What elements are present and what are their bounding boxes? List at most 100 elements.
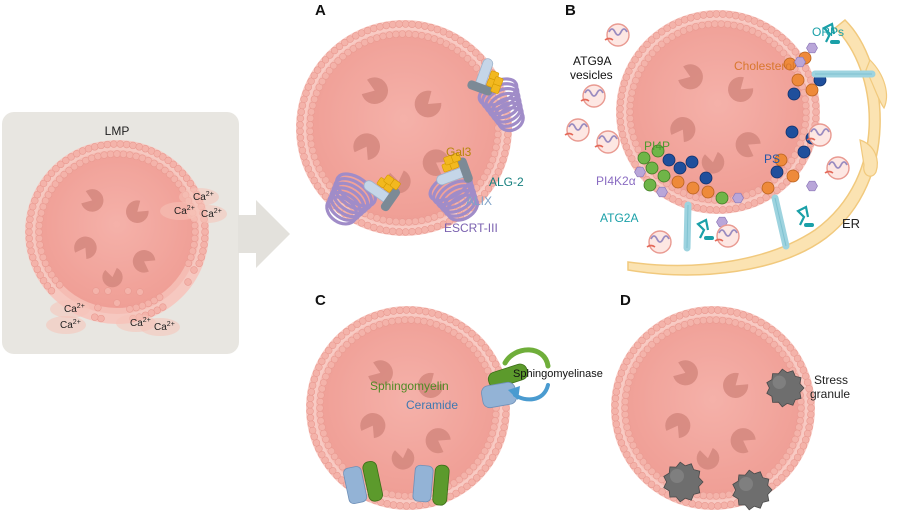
lipid-bead bbox=[738, 13, 746, 21]
sphingomyelin-ceramide-patches bbox=[343, 363, 529, 506]
lipid-bead bbox=[791, 48, 800, 56]
lipid-bead bbox=[36, 215, 44, 223]
lipid-bead bbox=[359, 317, 367, 325]
lipid-bead bbox=[642, 476, 651, 484]
lipid-bead bbox=[485, 349, 493, 357]
lipid-bead bbox=[639, 458, 648, 466]
lipid-bead bbox=[122, 140, 131, 149]
alg2-protein bbox=[467, 80, 493, 96]
lipid-bead bbox=[491, 448, 500, 456]
lipid-bead bbox=[688, 308, 696, 316]
lipid-bead bbox=[344, 48, 352, 57]
lipid-bead bbox=[653, 484, 661, 492]
lipid-bead bbox=[501, 417, 509, 425]
lipid-bead bbox=[712, 316, 720, 324]
lipid-bead bbox=[375, 321, 384, 329]
lipid-bead bbox=[43, 282, 52, 290]
lipid-bead bbox=[648, 467, 656, 476]
lipid-bead bbox=[444, 326, 452, 334]
lipid-bead bbox=[488, 453, 497, 462]
lipid-bead bbox=[379, 32, 387, 41]
lipid-bead bbox=[51, 276, 60, 284]
lipid-bead bbox=[488, 179, 496, 187]
escrt-iii-filament bbox=[325, 195, 359, 226]
stress-granules bbox=[663, 368, 805, 511]
lipid-bead bbox=[790, 459, 798, 467]
lipid-bead bbox=[687, 319, 695, 327]
lipid-bead bbox=[392, 217, 400, 226]
lipid-bead bbox=[191, 234, 199, 243]
lipid-bead bbox=[623, 423, 631, 431]
lipid-bead bbox=[355, 41, 363, 50]
lipid-bead bbox=[811, 95, 819, 103]
lipid-bead bbox=[422, 307, 430, 316]
lipid-transfer-proteins bbox=[683, 22, 876, 252]
lipid-bead bbox=[617, 92, 626, 100]
lipid-bead bbox=[377, 310, 385, 318]
calcium-cloud bbox=[140, 318, 180, 336]
lipid-bead bbox=[450, 479, 458, 487]
lipid-bead bbox=[334, 458, 343, 466]
panel-d-letter: D bbox=[620, 292, 631, 309]
lipid-bead bbox=[394, 491, 403, 500]
lipid-bead bbox=[338, 345, 347, 353]
lipid-bead bbox=[307, 108, 316, 116]
lumen-cargo bbox=[361, 77, 389, 104]
lipid-bead bbox=[462, 40, 470, 49]
lipid-bead bbox=[67, 153, 75, 161]
lipid-bead bbox=[643, 463, 652, 471]
lipid-bead bbox=[318, 77, 327, 86]
lipid-bead bbox=[191, 221, 199, 230]
lipid-bead bbox=[43, 174, 52, 182]
lipid-bead bbox=[694, 501, 703, 509]
lipid-bead bbox=[664, 317, 672, 325]
lipid-bead bbox=[500, 423, 508, 432]
lipid-bead bbox=[501, 149, 509, 158]
lipid-bead bbox=[632, 361, 640, 369]
lipid-bead bbox=[632, 447, 640, 455]
lipid-bead bbox=[325, 66, 334, 75]
lipid-bead bbox=[398, 30, 407, 38]
lipid-bead bbox=[200, 241, 208, 249]
lipid-bead bbox=[635, 355, 644, 364]
pore-bead bbox=[92, 287, 100, 295]
ps-lipid bbox=[785, 125, 799, 139]
lipid-bead bbox=[698, 21, 706, 30]
atg9a-tail bbox=[580, 98, 590, 102]
lipid-bead bbox=[639, 350, 648, 358]
lipid-bead bbox=[803, 378, 812, 387]
calcium-cloud bbox=[187, 205, 227, 223]
lipid-bead bbox=[343, 340, 351, 349]
lipid-bead bbox=[388, 317, 396, 326]
lipid-bead bbox=[468, 478, 476, 486]
lipid-bead bbox=[685, 25, 694, 33]
lipid-bead bbox=[389, 20, 397, 29]
er-tubule bbox=[859, 139, 878, 177]
lipid-bead bbox=[623, 385, 631, 393]
lipid-bead bbox=[802, 108, 810, 116]
lipid-bead bbox=[765, 336, 773, 345]
alix-alg2-complex bbox=[467, 58, 504, 96]
lipid-bead bbox=[326, 51, 334, 59]
membrane-patch bbox=[412, 464, 450, 506]
lipid-bead bbox=[802, 101, 810, 110]
atg9a-tail bbox=[604, 37, 614, 41]
lipid-bead bbox=[687, 14, 695, 22]
lipid-bead bbox=[669, 195, 677, 203]
ion-charge: 2+ bbox=[167, 321, 175, 328]
lipid-bead bbox=[486, 162, 494, 170]
lipid-bead bbox=[35, 234, 43, 243]
cholesterol-molecule bbox=[805, 83, 819, 97]
atg9a-protein bbox=[598, 135, 618, 143]
lipid-bead bbox=[787, 43, 795, 51]
lipid-bead bbox=[409, 502, 417, 510]
lipid-bead bbox=[51, 180, 60, 188]
lipid-bead bbox=[773, 330, 781, 338]
lipid-bead bbox=[644, 54, 653, 62]
lipid-bead bbox=[707, 502, 716, 510]
lipid-bead bbox=[55, 281, 64, 289]
lipid-bead bbox=[483, 441, 492, 450]
lipid-bead bbox=[663, 36, 671, 45]
lipid-bead bbox=[310, 176, 318, 185]
lipid-bead bbox=[778, 350, 787, 358]
